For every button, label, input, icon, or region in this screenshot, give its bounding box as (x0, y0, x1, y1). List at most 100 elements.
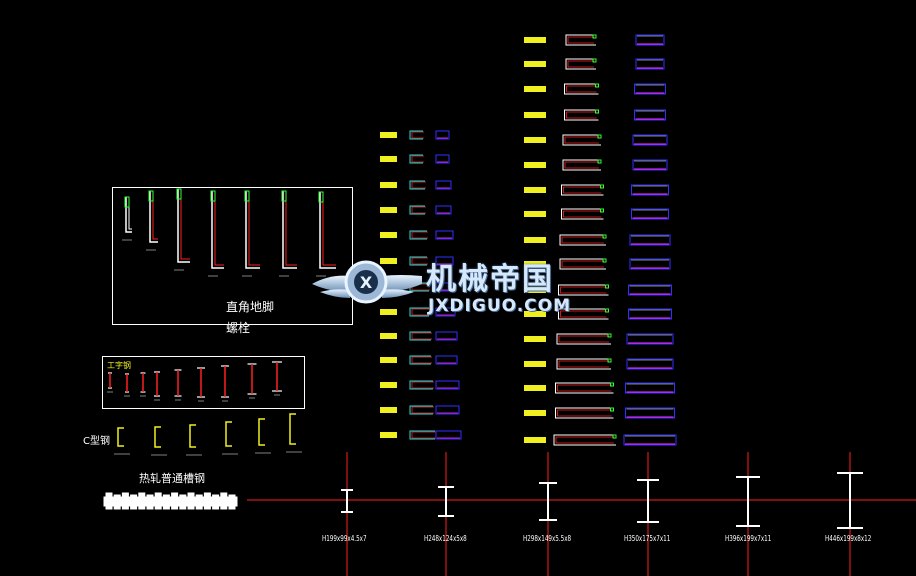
channel-section (566, 85, 597, 93)
channel-label-mark (524, 437, 546, 443)
channel-section-detail (634, 83, 666, 95)
channel-section-detail (607, 358, 612, 363)
channel-section (557, 409, 612, 417)
c-steel-section (258, 418, 265, 446)
anchor-bolt-panel[interactable] (112, 187, 353, 325)
channel-label-mark (380, 309, 397, 315)
anchor-bolt (282, 191, 297, 269)
channel-section (411, 356, 432, 364)
channel-label-mark (380, 258, 397, 264)
channel-label-mark (524, 112, 546, 118)
svg-text:X: X (360, 273, 373, 292)
channel-section (411, 257, 428, 265)
channel-section-detail (435, 307, 456, 317)
anchor-bolt-thread (281, 190, 287, 202)
channel-label-mark (524, 137, 546, 143)
channel-label-mark (380, 407, 397, 413)
channel-section-detail (625, 407, 675, 419)
channel-section-detail (435, 405, 460, 415)
channel-section (411, 181, 426, 189)
channel-section-detail (435, 205, 452, 215)
h-beam-label: H350x175x7x11 (624, 534, 671, 543)
c-steel-section (189, 424, 196, 448)
h-beam-label: H248x124x5x8 (424, 534, 467, 543)
anchor-bolt (128, 197, 132, 230)
c-steel-label: C型钢 (83, 436, 110, 447)
channel-section-detail (435, 380, 460, 390)
channel-section-detail (592, 58, 597, 63)
c-steel-section (154, 426, 161, 448)
h-beam-label: H199x99x4.5x7 (322, 534, 367, 543)
channel-section (409, 230, 427, 240)
channel-section-detail (635, 34, 665, 46)
channel-section-detail (435, 230, 454, 240)
channel-section-detail (595, 109, 599, 114)
anchor-bolt (248, 191, 260, 266)
channel-section (561, 260, 604, 268)
channel-label-mark (524, 86, 546, 92)
channel-section (563, 210, 602, 218)
channel-section (556, 358, 611, 370)
channel-section (556, 333, 611, 345)
channel-label-mark (524, 187, 546, 193)
channel-section (565, 34, 596, 46)
anchor-bolt (125, 197, 132, 233)
channel-section (561, 184, 604, 196)
channel-label-mark (524, 37, 546, 43)
channel-section-detail (612, 434, 617, 439)
channel-label-mark (524, 261, 546, 267)
channel-section (558, 308, 609, 320)
channel-label-mark (380, 182, 397, 188)
channel-label-mark (524, 385, 546, 391)
channel-section-detail (635, 58, 665, 70)
i-beam-title: 工字钢 (107, 361, 131, 370)
channel-section (562, 134, 601, 146)
channel-label-mark (524, 410, 546, 416)
channel-label-mark (524, 336, 546, 342)
channel-section (411, 406, 434, 414)
channel-section-detail (632, 134, 668, 146)
channel-label-mark (524, 162, 546, 168)
channel-section-detail (631, 208, 669, 220)
channel-section (409, 256, 427, 266)
channel-section (558, 360, 609, 368)
channel-section-detail (629, 258, 671, 270)
channel-section-detail (592, 34, 597, 39)
channel-section (564, 136, 599, 144)
channel-label-mark (524, 311, 546, 317)
h-beam-label: H446x199x8x12 (825, 534, 872, 543)
channel-section-detail (597, 159, 602, 164)
anchor-bolt (214, 191, 224, 266)
channel-label-mark (380, 357, 397, 363)
channel-section (559, 234, 606, 246)
anchor-bolt (149, 191, 158, 243)
channel-section (411, 308, 430, 316)
channel-section (409, 180, 425, 190)
channel-section-detail (631, 184, 669, 196)
channel-section-detail (628, 308, 672, 320)
anchor-bolt (180, 189, 190, 260)
anchor-bolt-title: 直角地脚 (226, 300, 275, 314)
channel-label-mark (524, 211, 546, 217)
channel-label-mark (380, 382, 397, 388)
channel-section (562, 159, 601, 171)
i-beam-panel[interactable] (102, 356, 305, 409)
channel-section-detail (602, 234, 607, 239)
channel-label-mark (524, 61, 546, 67)
channel-section (411, 231, 428, 239)
anchor-bolt (319, 192, 336, 269)
channel-section (558, 335, 609, 343)
hot-rolled-channel-label: 热轧普通槽钢 (139, 472, 205, 485)
channel-label-mark (524, 361, 546, 367)
watermark-brand-cn: 机械帝国 (426, 262, 554, 297)
channel-section (555, 382, 614, 394)
channel-section-detail (435, 282, 456, 292)
channel-section-detail (607, 333, 612, 338)
channel-section (560, 286, 607, 294)
channel-section-detail (435, 180, 452, 190)
channel-section (559, 258, 606, 270)
channel-section-detail (435, 430, 462, 440)
anchor-bolt (245, 191, 260, 269)
